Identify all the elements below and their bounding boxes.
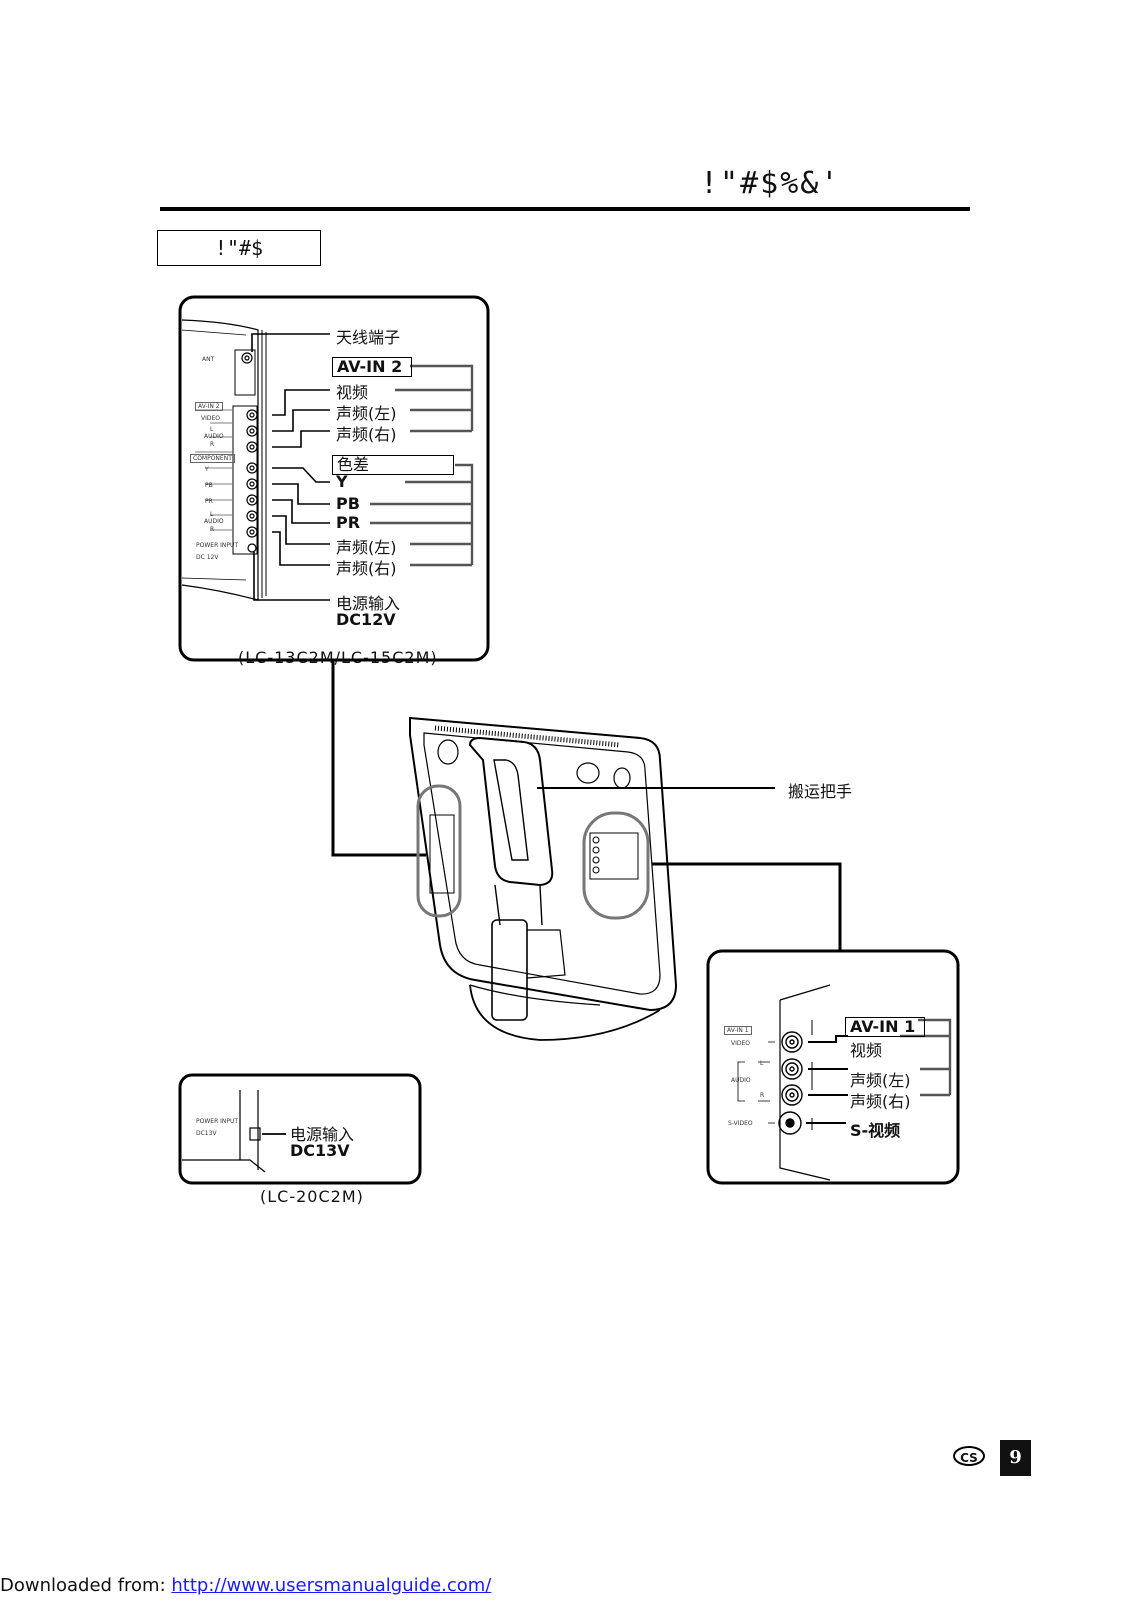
footer-prefix: Downloaded from: — [0, 1575, 172, 1596]
bl-power-input-label: 电源输入 — [290, 1125, 355, 1144]
bottom-left-panel-frame — [178, 1073, 422, 1185]
footer-link[interactable]: http://www.usersmanualguide.com/ — [171, 1575, 492, 1596]
model-label-top: (LC-13C2M/LC-15C2M) — [238, 648, 438, 667]
tiny-dc12v: DC 12V — [196, 554, 219, 561]
carrying-handle-label: 搬运把手 — [788, 782, 853, 801]
dc12v-label: DC12V — [336, 610, 396, 629]
power-input-label: 电源输入 — [336, 594, 401, 613]
br-tiny-audio: AUDIO — [731, 1077, 751, 1084]
av-in1-label: AV-IN 1 — [845, 1017, 925, 1037]
chapter-title: !"#$%&' — [700, 166, 841, 201]
tiny-pr: PR — [205, 498, 213, 505]
br-tiny-s-video: S-VIDEO — [728, 1120, 753, 1127]
component-label: 色差 — [332, 455, 454, 475]
br-audio-right-label: 声频(右) — [850, 1092, 911, 1111]
tiny-l2: L — [210, 511, 214, 518]
video-label: 视频 — [336, 383, 369, 402]
y-label: Y — [336, 472, 348, 491]
dc13v-label: DC13V — [290, 1141, 350, 1160]
section-heading-box: !"#$ — [157, 230, 321, 266]
component-audio-left-label: 声频(左) — [336, 538, 397, 557]
br-audio-left-label: 声频(左) — [850, 1071, 911, 1090]
br-video-label: 视频 — [850, 1041, 883, 1060]
tiny-r2: R — [210, 526, 215, 533]
tiny-ant: ANT — [202, 356, 215, 363]
br-tiny-r: R — [760, 1092, 765, 1099]
tiny-l: L — [210, 426, 214, 433]
tiny-audio: AUDIO — [204, 433, 224, 440]
audio-right-label: 声频(右) — [336, 425, 397, 444]
page-number: 9 — [1000, 1440, 1031, 1476]
tiny-av-in2: AV-IN 2 — [195, 402, 223, 411]
br-tiny-video: VIDEO — [731, 1040, 751, 1047]
language-badge: CS — [953, 1446, 985, 1466]
tiny-audio2: AUDIO — [204, 518, 224, 525]
s-video-label: S-视频 — [850, 1121, 901, 1140]
audio-left-label: 声频(左) — [336, 404, 397, 423]
bottom-right-panel-frame — [706, 949, 960, 1185]
bl-tiny-dc13v: DC13V — [196, 1130, 217, 1137]
antenna-terminal-label: 天线端子 — [336, 328, 401, 347]
header-rule — [160, 207, 970, 211]
model-label-bottom: (LC-20C2M) — [260, 1187, 364, 1206]
footer: Downloaded from: http://www.usersmanualg… — [0, 1575, 491, 1596]
tiny-power-input: POWER INPUT — [196, 542, 239, 549]
av-in2-label: AV-IN 2 — [332, 357, 412, 377]
tiny-component: COMPONENT — [190, 454, 235, 463]
tiny-y: Y — [205, 466, 209, 473]
tiny-r: R — [210, 441, 215, 448]
pb-label: PB — [336, 494, 360, 513]
component-audio-right-label: 声频(右) — [336, 559, 397, 578]
tiny-video: VIDEO — [201, 415, 221, 422]
bl-tiny-power-input: POWER INPUT — [196, 1118, 239, 1125]
pr-label: PR — [336, 513, 361, 532]
tiny-pb: PB — [205, 482, 213, 489]
br-tiny-av-in1: AV-IN 1 — [724, 1026, 752, 1035]
br-tiny-l: L — [760, 1060, 764, 1067]
top-panel-frame — [178, 295, 490, 662]
